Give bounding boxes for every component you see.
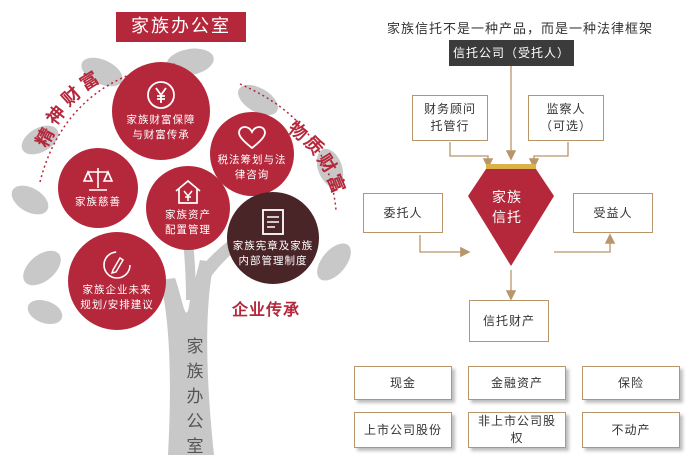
trunk-char: 室 xyxy=(184,435,206,460)
document-icon xyxy=(261,208,285,236)
asset-box: 现金 xyxy=(354,366,452,400)
trust-center-label: 家族 信托 xyxy=(479,188,535,228)
circle-philanthropy: 家族慈善 xyxy=(58,148,138,228)
office-title: 家族办公室 xyxy=(116,12,246,42)
connector xyxy=(420,235,468,252)
enterprise-label: 企业传承 xyxy=(232,296,300,320)
yen-coin-icon xyxy=(146,80,176,110)
connector xyxy=(450,142,488,166)
asset-box: 金融资产 xyxy=(468,366,566,400)
house-yen-icon xyxy=(174,179,202,205)
trunk-char: 族 xyxy=(184,360,206,385)
tree-leaf xyxy=(24,296,65,329)
circle-wealth-protection: 家族财富保障 与财富传承 xyxy=(112,62,210,160)
asset-box: 不动产 xyxy=(582,412,680,448)
circle-asset-management: 家族资产 配置管理 xyxy=(146,166,230,250)
tree-leaf xyxy=(17,244,67,292)
asset-box: 非上市公司股 权 xyxy=(468,412,566,448)
pen-circle-icon xyxy=(102,250,132,280)
scales-icon xyxy=(83,166,113,192)
supervisor-box: 监察人 （可选） xyxy=(528,95,604,141)
connector xyxy=(554,236,610,252)
advisor-box: 财务顾问 托管行 xyxy=(412,95,488,141)
circle-enterprise-future: 家族企业未来 规划/安排建议 xyxy=(68,232,166,330)
circle-label-tax-law: 税法筹划与法 律咨询 xyxy=(218,153,287,183)
trunk-char: 公 xyxy=(184,410,206,435)
tree-leaf xyxy=(7,180,54,221)
circle-label-asset-management: 家族资产 配置管理 xyxy=(165,208,211,238)
trunk-label: 家 族 办 公 室 xyxy=(184,335,206,460)
circle-label-enterprise-future: 家族企业未来 规划/安排建议 xyxy=(80,283,154,313)
heart-icon xyxy=(238,126,266,150)
structure-heading: 家族信托不是一种产品，而是一种法律框架 xyxy=(360,18,680,37)
settlor-box: 委托人 xyxy=(363,193,443,233)
circle-constitution: 家族宪章及家族 内部管理制度 xyxy=(227,192,319,284)
beneficiary-box: 受益人 xyxy=(573,193,653,233)
asset-box: 保险 xyxy=(582,366,680,400)
connector xyxy=(534,142,568,166)
trust-shape-cap xyxy=(486,164,536,169)
asset-box: 上市公司股份 xyxy=(354,412,452,448)
trust-property-box: 信托财产 xyxy=(469,300,549,342)
circle-label-philanthropy: 家族慈善 xyxy=(75,195,121,210)
trunk-char: 办 xyxy=(184,385,206,410)
circle-label-constitution: 家族宪章及家族 内部管理制度 xyxy=(233,239,314,269)
circle-label-wealth-protection: 家族财富保障 与财富传承 xyxy=(127,113,196,143)
trunk-char: 家 xyxy=(184,335,206,360)
